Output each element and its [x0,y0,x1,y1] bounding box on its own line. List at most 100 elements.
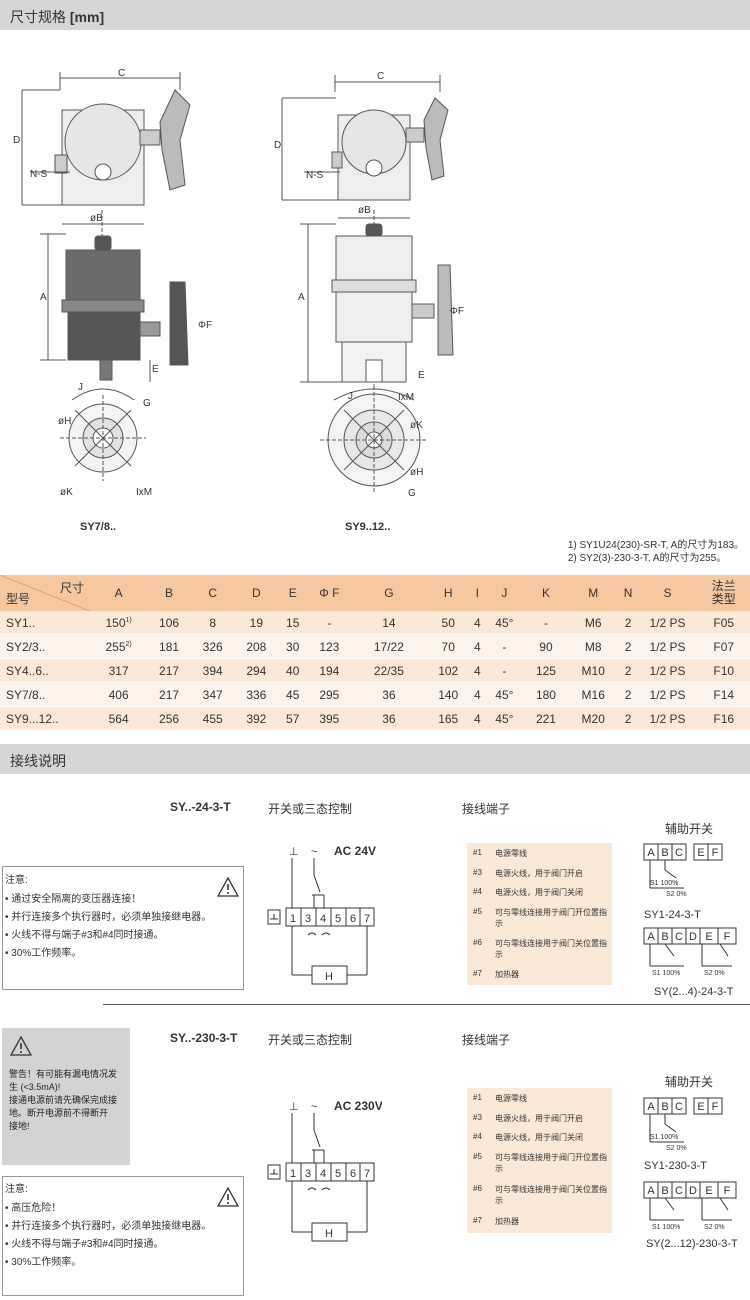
table-corner-cell: 尺寸 型号 [0,575,90,611]
cell-value: 1/2 PS [649,663,686,678]
table-header-row: 尺寸 型号 A B C D E Φ F G H I J K M N S 法兰类型 [0,575,750,611]
aux-s1-label: S1 100% [652,1224,680,1231]
terminal-num: 1 [290,913,296,925]
terminals-title-230: 接线端子 [462,1033,511,1047]
col-header: G [351,575,427,611]
aux-letter: B [661,1101,668,1113]
cell-g: 17/22 [351,634,427,659]
dim-g-label: G [143,398,151,409]
cell-value: 4 [473,639,481,654]
notes-title: 注意: [5,875,28,886]
aux-letter: D [689,931,697,943]
cell-value: 2 [624,663,632,678]
model-label-230: SY..-230-3-T [170,1031,238,1045]
cell-value: F07 [713,639,735,654]
flange-header-line1: 法兰 [711,579,736,593]
aux-letter: E [697,1101,704,1113]
cell-value: 194 [319,663,340,678]
terminals-title-24: 接线端子 [462,802,511,816]
model-label-24: SY..-24-3-T [170,800,231,814]
cell-s: 1/2 PS [637,611,698,635]
terminal-num: 4 [320,913,326,925]
section-title: 尺寸规格 [10,9,66,25]
dim-j-label: J [78,382,83,393]
cell-n: 2 [618,682,638,707]
dim-c-label: C [118,68,125,79]
footnote-1: 1) SY1U24(230)-SR-T, A的尺寸为183。 [567,540,744,551]
dim-d-label: D [13,135,20,146]
cell-f: - [307,611,352,635]
cell-value: 2 [624,639,632,654]
cell-value: SY9...12.. [6,711,59,726]
cell-g: 14 [351,611,427,635]
cell-d: 336 [234,682,279,707]
cell-value: 102 [438,663,459,678]
col-header: A [90,575,148,611]
aux-caption: SY1-230-3-T [644,1160,707,1172]
cell-j: 45° [484,611,525,635]
cell-k: - [524,611,568,635]
drawing-sy78: C D N-S øB A ΦF E J G øH øK IxM SY7/8.. [13,68,212,533]
cell-value: M10 [581,663,605,678]
cell-value: F16 [713,711,735,726]
cell-value: 1/2 PS [649,615,686,630]
dim-j-label: J [348,391,353,402]
cell-n: 2 [618,706,638,731]
heater-label: H [325,971,333,983]
aux-letter: F [724,931,731,943]
col-header: E [278,575,308,611]
cell-value: 4 [473,711,481,726]
col-header: Φ F [307,575,352,611]
cell-h: 140 [426,682,471,707]
cell-e: 40 [278,658,308,683]
dim-a-label: A [40,292,47,303]
dim-k-label: øK [410,420,423,431]
cell-e: 15 [278,611,308,635]
cell-value: M8 [584,639,602,654]
cell-value: 1/2 PS [649,639,686,654]
cell-value: SY7/8.. [6,687,46,702]
note-item: • 高压危险！ [5,1203,62,1214]
dim-g-label: G [408,488,416,499]
terminal-num: 7 [364,1168,370,1180]
warning-icon [10,1036,32,1056]
cell-value: 140 [438,687,459,702]
aux-caption: SY(2...12)-230-3-T [646,1238,738,1250]
warning-text: 警告！有可能有漏电情况发 生 (<3.5mA)! 接通电源前请先确保完成接 地。… [9,1068,117,1133]
cell-value: 106 [159,615,180,630]
cell-m: M20 [567,706,619,731]
cell-f: 194 [307,658,352,683]
cell-value: 2 [624,711,632,726]
footnote-ref: 1) [125,616,132,624]
cell-f: 395 [307,706,352,731]
cell-value: 4 [473,615,481,630]
aux-title-230: 辅助开关 [665,1075,714,1089]
cell-value: 90 [539,639,553,654]
aux-letter: E [705,931,712,943]
section-title: 接线说明 [10,753,66,769]
aux-caption: SY(2...4)-24-3-T [654,986,734,998]
cell-m: M10 [567,658,619,683]
note-item: • 通过安全隔离的变压器连接！ [5,894,142,905]
aux-letter: B [661,931,668,943]
dim-f-label: ΦF [198,320,212,331]
tilde-symbol: ~ [311,1101,317,1113]
cell-value: 256 [159,711,180,726]
note-item: • 30%工作频率。 [5,1257,82,1268]
cell-j: - [484,658,525,683]
cell-value: 19 [249,615,264,630]
cell-model: SY9...12.. [0,706,90,731]
terminal-num: 4 [320,1168,326,1180]
cell-d: 294 [234,658,279,683]
cell-model: SY2/3.. [0,634,90,659]
col-header: S [637,575,698,611]
cell-value: 45° [495,687,514,702]
notes-box-24: 注意: • 通过安全隔离的变压器连接！ • 并行连接多个执行器时，必须单独接继电… [2,866,244,990]
cell-value: 336 [246,687,267,702]
cell-value: 45° [495,711,514,726]
cell-value: F05 [713,615,735,630]
cell-j: - [484,634,525,659]
aux-s2-label: S2 0% [704,1224,725,1231]
dim-e-label: E [418,370,425,381]
